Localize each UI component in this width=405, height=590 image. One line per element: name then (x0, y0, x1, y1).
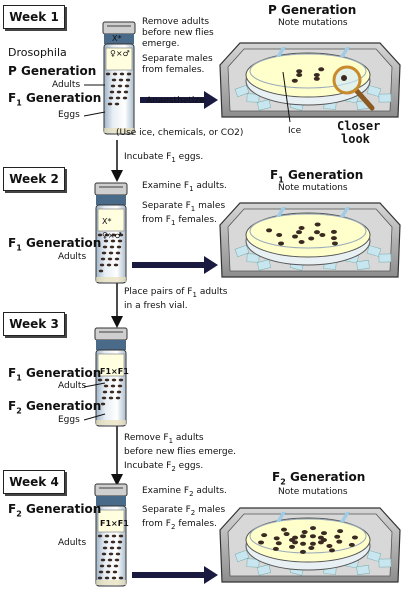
w1-p-generation: P Generation (8, 64, 97, 78)
week-4-badge: Week 4 (3, 470, 65, 494)
transfer-arrows (132, 91, 218, 584)
w4-transfer-arrow (132, 566, 218, 584)
w4-dish (219, 507, 401, 583)
w1-incubate: Incubate F1 eggs. (124, 152, 204, 164)
w3-remove-adults: Remove F1 adults before new flies emerge… (124, 433, 237, 457)
magnifier-icon (332, 65, 375, 111)
w2-dish-title: F1 Generation (270, 168, 364, 185)
w4-dish-subtitle: Note mutations (278, 487, 348, 497)
w1-vial-label-bottom: ♀×♂ (110, 49, 130, 58)
w4-f2-generation: F2 Generation (8, 502, 102, 519)
w1-transfer-arrow (140, 91, 218, 109)
w2-note-examine: Examine F1 adults. (142, 181, 227, 193)
w1-ice-label: Ice (288, 126, 302, 136)
w3-f2-generation: F2 Generation (8, 399, 102, 416)
w2-note-separate: Separate F1 males from F1 females. (142, 201, 226, 227)
w2-vial-label-bottom: ♀×♂ (102, 231, 122, 240)
w3-eggs-label: Eggs (58, 415, 80, 425)
w2-place-pairs: Place pairs of F1 adults in a fresh vial… (124, 287, 228, 311)
w1-anaesthetize: Anaesthetize (146, 96, 205, 106)
w4-vial (94, 483, 128, 587)
w2-transfer-arrow (132, 256, 218, 274)
w4-note-separate: Separate F2 males from F2 females. (142, 505, 226, 531)
w2-vial-label-top: X* (102, 217, 112, 226)
vials (94, 21, 136, 587)
w1-f1-generation: F1 Generation (8, 91, 102, 108)
w2-vial (94, 182, 128, 284)
w4-vial-label: F1×F1 (100, 519, 129, 528)
week-1-badge: Week 1 (3, 5, 65, 29)
w4-dish-title: F2 Generation (272, 470, 366, 487)
w1-dish-subtitle: Note mutations (278, 18, 348, 28)
pointer-lines (83, 71, 291, 421)
w2-f1-generation: F1 Generation (8, 236, 102, 253)
w4-note-examine: Examine F2 adults. (142, 486, 227, 498)
w3-vial-label: F1×F1 (100, 367, 129, 376)
w1-vial-label-top: X* (112, 34, 122, 43)
w1-dish-title: P Generation (268, 3, 357, 17)
week-2-badge: Week 2 (3, 167, 65, 191)
species-label: Drosophila (8, 46, 67, 59)
w1-adults-label: Adults (52, 80, 81, 90)
w3-vial (94, 327, 128, 427)
petri-dishes (219, 42, 401, 583)
w2-dish (219, 202, 401, 278)
w3-adults-label: Adults (58, 381, 87, 391)
w1-dish (219, 42, 401, 118)
w2-dish-subtitle: Note mutations (278, 183, 348, 193)
w1-eggs-label: Eggs (58, 110, 80, 120)
w3-f1-generation: F1 Generation (8, 366, 102, 383)
w4-adults-label: Adults (58, 538, 87, 548)
w3-incubate: Incubate F2 eggs. (124, 461, 204, 473)
w2-adults-label: Adults (58, 252, 87, 262)
w1-vial (102, 21, 136, 135)
week-3-badge: Week 3 (3, 312, 65, 336)
w1-anaesthetize-methods: (Use ice, chemicals, or CO2) (116, 128, 244, 138)
